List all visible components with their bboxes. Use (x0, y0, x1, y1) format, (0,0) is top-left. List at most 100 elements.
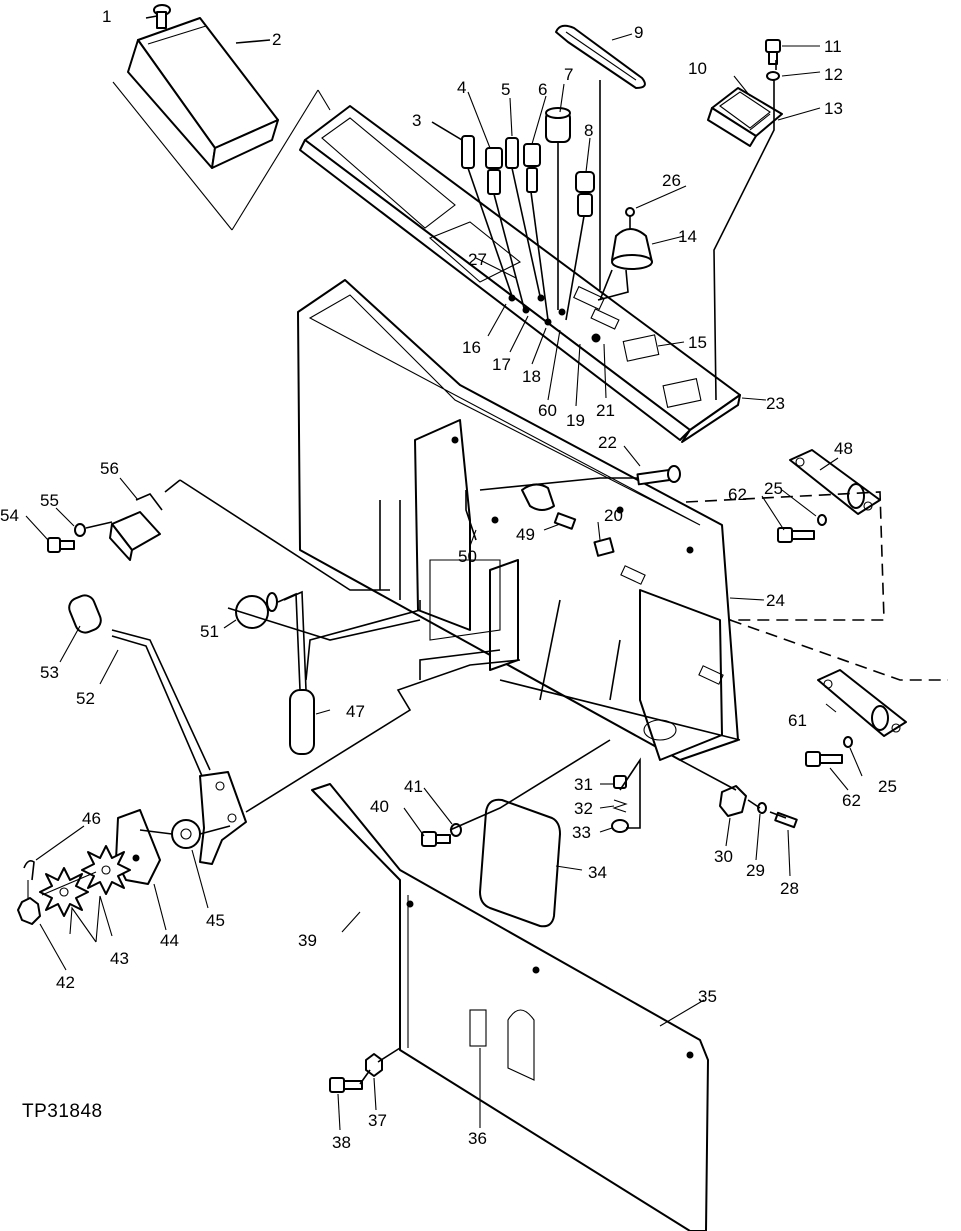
callout-10: 10 (688, 59, 707, 78)
callout-7: 7 (564, 65, 573, 84)
part-34-cover-plate (479, 798, 561, 928)
callout-47: 47 (346, 702, 365, 721)
callout-32: 32 (574, 799, 593, 818)
callout-44: 44 (160, 931, 179, 950)
callout-13: 13 (824, 99, 843, 118)
part-51-knob (235, 590, 307, 691)
callout-20: 20 (604, 506, 623, 525)
callout-38: 38 (332, 1133, 351, 1152)
callout-42: 42 (56, 973, 75, 992)
callout-61: 61 (788, 711, 807, 730)
part-38-bolt (329, 1077, 363, 1093)
callout-48: 48 (834, 439, 853, 458)
part-35-side-panel (311, 783, 709, 1231)
part-47-grip (289, 689, 315, 755)
callout-36: 36 (468, 1129, 487, 1148)
part-54-screw (47, 537, 75, 553)
part-14-switch-body (611, 228, 653, 270)
callout-62-upper: 62 (728, 485, 747, 504)
part-62-bolt-upper (777, 527, 815, 543)
callout-51: 51 (200, 622, 219, 641)
part-10-indicator (707, 87, 783, 147)
callout-22: 22 (598, 433, 617, 452)
callout-4: 4 (457, 78, 466, 97)
callout-14: 14 (678, 227, 697, 246)
part-6-switch (523, 143, 541, 193)
callout-31: 31 (574, 775, 593, 794)
callout-leaders (25, 33, 863, 1131)
part-40-screw (421, 831, 451, 847)
callout-3: 3 (412, 111, 421, 130)
callout-41: 41 (404, 777, 423, 796)
callout-9: 9 (634, 23, 643, 42)
callout-29: 29 (746, 861, 765, 880)
callout-55: 55 (40, 491, 59, 510)
part-4-switch (485, 147, 503, 195)
callout-52: 52 (76, 689, 95, 708)
part-43-star-washer-a (81, 845, 131, 895)
callout-34: 34 (588, 863, 607, 882)
part-30-bushing (719, 785, 747, 817)
callout-6: 6 (538, 80, 547, 99)
callout-17: 17 (492, 355, 511, 374)
part-55-washer (74, 523, 86, 537)
part-2-control-box (112, 17, 331, 231)
part-42-nut (17, 897, 41, 925)
callout-33: 33 (572, 823, 591, 842)
part-49-fitting (521, 483, 577, 530)
callout-5: 5 (501, 80, 510, 99)
callout-8: 8 (584, 121, 593, 140)
callout-23: 23 (766, 394, 785, 413)
callout-28: 28 (780, 879, 799, 898)
callout-19: 19 (566, 411, 585, 430)
callout-1: 1 (102, 7, 111, 26)
part-53-grip (68, 594, 102, 634)
callout-50: 50 (458, 547, 477, 566)
callout-56: 56 (100, 459, 119, 478)
part-48-hinge-pin (789, 449, 881, 515)
callout-43: 43 (110, 949, 129, 968)
part-62-bolt-lower (805, 751, 843, 767)
callout-49: 49 (516, 525, 535, 544)
part-23-upper-console (299, 105, 741, 443)
part-25-washer-lower (843, 736, 853, 748)
part-9-handle-strap (555, 24, 646, 89)
callout-46: 46 (82, 809, 101, 828)
part-12-washer (766, 71, 780, 81)
part-45-washer (171, 819, 201, 849)
callout-27: 27 (468, 250, 487, 269)
callout-25-lower: 25 (878, 777, 897, 796)
part-3-switch (461, 135, 475, 169)
callout-21: 21 (596, 401, 615, 420)
assembly-lines (27, 15, 787, 1085)
part-29-washer (757, 802, 767, 814)
callout-15: 15 (688, 333, 707, 352)
hinge-dash-lines (685, 491, 948, 681)
callout-11: 11 (824, 37, 842, 56)
callout-labels: 1 2 3 4 5 6 7 8 9 10 11 12 13 14 15 16 1… (0, 7, 897, 1152)
callout-24: 24 (766, 591, 785, 610)
callout-12: 12 (824, 65, 843, 84)
callout-39: 39 (298, 931, 317, 950)
callout-35: 35 (698, 987, 717, 1006)
figure-id-label: TP31848 (22, 1101, 103, 1122)
part-1-screw (153, 4, 171, 29)
callout-54: 54 (0, 506, 19, 525)
callout-60: 60 (538, 401, 557, 420)
part-20-nut (593, 537, 615, 557)
part-43-star-washer-b (39, 867, 89, 917)
callout-30: 30 (714, 847, 733, 866)
part-32-spring (612, 799, 628, 813)
part-46-cotter-pin (23, 860, 35, 881)
callout-40: 40 (370, 797, 389, 816)
callout-62-lower: 62 (842, 791, 861, 810)
part-31-screw (613, 775, 627, 789)
part-22-bolt (636, 465, 681, 486)
part-24-main-panel (297, 279, 741, 761)
callout-53: 53 (40, 663, 59, 682)
callout-26: 26 (662, 171, 681, 190)
part-8-switch (575, 171, 595, 217)
part-61-hinge-pin (817, 669, 907, 737)
part-11-screw (765, 39, 781, 65)
